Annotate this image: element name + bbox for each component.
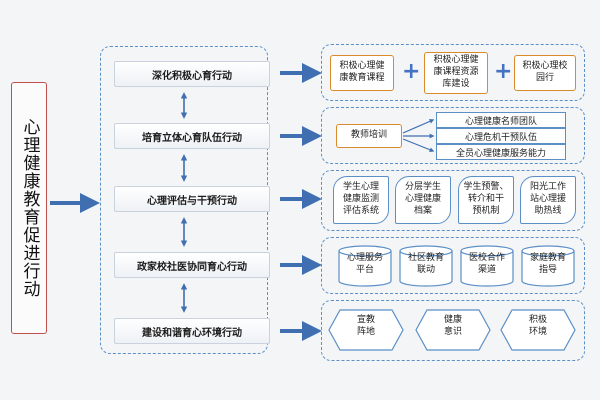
cylinder-shape: [460, 245, 514, 287]
cylinder-shape: [338, 245, 392, 287]
row2-target-3: 全员心理健康服务能力: [436, 144, 566, 160]
row2-training-box: 教师培训: [336, 124, 402, 148]
row5-hexagon-1: 宣教 阵地: [328, 309, 404, 351]
row4-cylinder-1: 心理服务 平台: [337, 244, 393, 288]
group-4: [321, 237, 585, 294]
group-3: [321, 170, 585, 231]
plus-sign-2: +: [494, 59, 513, 84]
row3-box-3: 学生预警、 转介和干 预机制: [458, 176, 514, 224]
row1-card-2: 积极心理健 康课程资源 库建设: [424, 52, 488, 94]
cylinder-shape: [521, 245, 575, 287]
main-title-box: 心理健康教育促进行动: [11, 82, 47, 334]
action-box-5: 建设和谐育心环境行动: [114, 318, 270, 344]
hexagon-shape: [500, 309, 576, 351]
row2-target-1: 心理健康名师团队: [436, 112, 566, 128]
cylinder-shape: [399, 245, 453, 287]
row2-target-2: 心理危机干预队伍: [436, 128, 566, 144]
plus-sign-1: +: [402, 59, 421, 84]
row4-label-3: 医校合作 渠道: [468, 253, 505, 275]
row1-card-1: 积极心理健 康教育课程: [330, 55, 394, 91]
row3-box-4: 阳光工作 站心理援 助热线: [520, 176, 576, 224]
row4-cylinder-4: 家庭教育 指导: [520, 244, 576, 288]
group-1: [321, 44, 585, 101]
row5-label-3: 积极 环境: [528, 315, 547, 338]
row3-box-2: 分层学生 心理健康 档案: [395, 176, 451, 224]
row1-card-3: 积极心理校 园行: [514, 55, 576, 91]
hexagon-shape: [415, 309, 491, 351]
group-5: [321, 300, 585, 361]
group-2: [321, 107, 585, 164]
action-box-1: 深化积极心育行动: [114, 61, 270, 87]
hexagon-shape: [328, 309, 404, 351]
row4-label-1: 心理服务 平台: [346, 253, 383, 275]
action-box-2: 培育立体心育队伍行动: [114, 123, 270, 149]
row4-cylinder-3: 医校合作 渠道: [459, 244, 515, 288]
row5-hexagon-3: 积极 环境: [500, 309, 576, 351]
row4-label-2: 社区教育 联动: [407, 253, 444, 275]
row5-hexagon-2: 健康 意识: [415, 309, 491, 351]
row5-label-1: 宣教 阵地: [356, 315, 375, 338]
row5-label-2: 健康 意识: [443, 315, 462, 338]
row3-box-1: 学生心理 健康监测 评估系统: [333, 176, 389, 224]
row4-label-4: 家庭教育 指导: [529, 253, 566, 275]
row4-cylinder-2: 社区教育 联动: [398, 244, 454, 288]
main-title: 心理健康教育促进行动: [19, 118, 40, 298]
action-box-4: 政家校社医协同育心行动: [114, 252, 270, 278]
action-box-3: 心理评估与干预行动: [114, 186, 270, 212]
